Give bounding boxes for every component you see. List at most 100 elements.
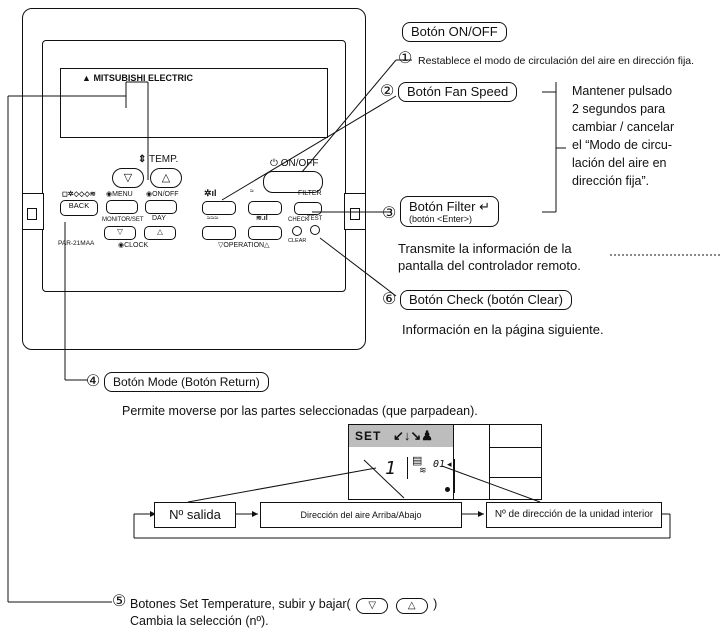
callout-2-desc-line: el “Modo de circu- <box>572 138 673 152</box>
model-label: PAR-21MAA <box>58 240 95 247</box>
day-onoff-button[interactable] <box>145 200 177 214</box>
callout-2-desc-line: lación del aire en <box>572 156 667 170</box>
vane-icon: ≈≈≈ <box>207 215 219 222</box>
callout-2-desc-line: cambiar / cancelar <box>572 120 675 134</box>
pointer-outlet <box>187 467 377 503</box>
fan-speed-button[interactable] <box>202 201 236 215</box>
brand-logo: ▲ MITSUBISHI ELECTRIC <box>82 72 193 84</box>
left-hinge <box>22 193 44 230</box>
callout-3-box: Botón Filter ↵ (botón <Enter>) <box>400 196 499 227</box>
callout-6-title: Botón Check (botón Clear) <box>400 290 572 310</box>
callout-5-title: Botones Set Temperature, subir y bajar( <box>130 597 351 611</box>
callout-6-desc: Información en la página siguiente. <box>402 322 604 337</box>
callout-2-desc-line: Mantener pulsado <box>572 84 673 98</box>
clear-label: CLEAR <box>288 238 307 244</box>
flow-step-direction: Dirección del aire Arriba/Abajo <box>260 502 462 528</box>
fan-speed-icon: ✲ıl <box>204 188 217 198</box>
leader-line-2 <box>221 95 397 201</box>
callout-5-number: ⑤ <box>112 593 127 610</box>
lcd-window <box>60 68 328 138</box>
airflow-icon: ≋ <box>419 465 427 475</box>
callout-3-title: Botón Filter ↵ <box>409 199 490 214</box>
callout-2-number: ② <box>380 83 395 100</box>
callout-4-number: ④ <box>86 373 101 390</box>
day-label: DAY <box>152 215 166 222</box>
lcd-set-label: SET <box>355 429 382 443</box>
temp-up-button[interactable]: △ <box>150 168 182 188</box>
power-icon: ⏻ <box>270 158 278 169</box>
clock-up-button[interactable]: △ <box>144 226 176 240</box>
callout-5-title-row: Botones Set Temperature, subir y bajar( … <box>130 596 437 614</box>
back-button[interactable]: BACK <box>60 200 98 216</box>
callout-5-desc: Cambia la selección (nº). <box>130 614 269 628</box>
lcd-right-line <box>489 447 541 448</box>
pointer-direction <box>363 459 405 499</box>
left-slot <box>27 208 37 220</box>
ventilation-button[interactable] <box>248 226 282 240</box>
mode-icons-label: ◻✲◇◇◇≋ <box>62 191 96 198</box>
outlet-number-display: 1 <box>385 458 396 479</box>
lcd-detail: SET ↙↓↘♟ 1 ▤ ≋ 01 ◂ <box>348 424 542 500</box>
lcd-right-vline <box>489 425 490 499</box>
set-temp-down-icon: ▽ <box>356 598 389 614</box>
remote-inner-frame <box>42 40 346 292</box>
lcd-right-line-2 <box>489 477 541 478</box>
set-temp-up-icon: △ <box>395 598 428 614</box>
up-arrow-icon: △ <box>161 172 171 184</box>
onoff-button[interactable] <box>263 171 323 193</box>
unit-pointer-arrow: ◂ <box>447 459 452 469</box>
lcd-set-header <box>349 425 453 447</box>
callout-6-number: ⑥ <box>382 291 397 308</box>
louver-icon: ≈ <box>250 188 254 195</box>
monitor-set-label: MONITOR/SET <box>102 217 144 223</box>
clock-down-button[interactable]: ▽ <box>104 226 136 240</box>
filter-label: FILTER <box>298 190 322 197</box>
leader-line-6 <box>319 237 397 297</box>
onoff-label: ⏻ ON/OFF <box>270 158 319 169</box>
remote-controller: ▲ MITSUBISHI ELECTRIC ⇕ TEMP. ▽ △ ⏻ ON/O… <box>22 8 368 354</box>
louver-button[interactable] <box>248 201 282 215</box>
menu-label: ◉MENU <box>106 191 133 198</box>
callout-3-subtitle: (botón <Enter>) <box>409 214 473 224</box>
callout-5-title-end: ) <box>433 597 438 611</box>
lcd-separator <box>407 457 408 479</box>
brand-label: MITSUBISHI ELECTRIC <box>93 73 193 83</box>
unit-number-display: 01 <box>433 459 446 470</box>
temp-down-button[interactable]: ▽ <box>112 168 144 188</box>
callout-4-title: Botón Mode (Botón Return) <box>104 372 269 392</box>
callout-2-desc-line: dirección fija”. <box>572 174 650 188</box>
louver-direction-icon: ↙↓↘♟ <box>393 428 433 443</box>
flow-step-unit: Nº de dirección de la unidad interior <box>486 502 662 528</box>
callout-2-desc: Mantener pulsado 2 segundos para cambiar… <box>572 82 674 190</box>
operation-label: ▽OPERATION△ <box>218 242 270 249</box>
ventilation-icon: ≋.ıl <box>256 215 268 222</box>
callout-1-title: Botón ON/OFF <box>402 22 507 42</box>
callout-3-number: ③ <box>382 205 397 222</box>
vane-button[interactable] <box>202 226 236 240</box>
lcd-bar <box>453 459 455 493</box>
callout-4-desc: Permite moverse por las partes seleccion… <box>122 404 478 418</box>
test-label: TEST <box>307 216 323 222</box>
leader-line-1 <box>301 59 397 173</box>
check-label: CHECK <box>288 217 310 223</box>
onoff-small-label: ◉ON/OFF <box>146 191 179 198</box>
pointer-unit <box>441 465 541 503</box>
mitsubishi-logo-icon: ▲ <box>82 73 91 83</box>
callout-3-desc-line: pantalla del controlador remoto. <box>398 258 581 273</box>
callout-2-desc-line: 2 segundos para <box>572 102 666 116</box>
thermometer-icon: ⇕ <box>138 154 147 165</box>
test-button[interactable] <box>310 225 320 235</box>
clock-label: ◉CLOCK <box>118 242 149 249</box>
flow-step-outlet: Nº salida <box>154 502 236 528</box>
check-button[interactable] <box>292 226 302 236</box>
menu-button[interactable] <box>106 200 138 214</box>
grille-icon: ▤ <box>412 455 423 467</box>
right-slot <box>350 208 360 220</box>
callout-1-desc: Restablece el modo de circulación del ai… <box>418 55 695 67</box>
temp-label: ⇕ TEMP. <box>138 154 179 165</box>
callout-3-desc-line: Transmite la información de la <box>398 241 572 256</box>
callout-1-number: ① <box>398 50 413 67</box>
callout-2-title: Botón Fan Speed <box>398 82 518 102</box>
